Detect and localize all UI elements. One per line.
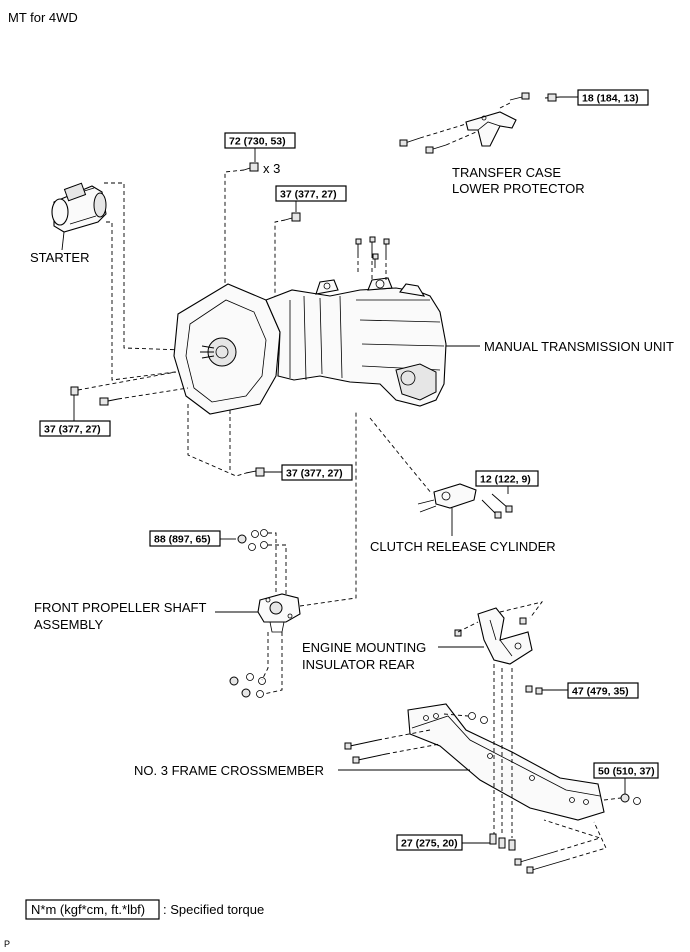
protector-bolts [399,92,561,154]
torque-box-18 [577,89,649,106]
bolt-37-top [284,212,301,222]
bolt-37-left-b [99,397,119,406]
manual-transmission-unit [173,277,447,415]
insulator-bolts [454,617,543,695]
label-front-propeller-1: FRONT PROPELLER SHAFT [34,600,206,615]
clutch-bolts [481,493,513,519]
propeller-nuts-bottom [229,673,266,698]
torque-37-top: 37 (377, 27) [280,189,337,201]
torque-50: 50 (510, 37) [598,766,655,778]
torque-box-37-left [39,420,111,437]
torque-box-27 [396,834,463,851]
torque-12: 12 (122, 9) [480,474,531,486]
legend-box [25,899,160,920]
bolt-37-left-a [70,386,79,410]
torque-37-left: 37 (377, 27) [44,424,101,436]
bolt-72 [243,162,259,172]
torque-37-bottom: 37 (377, 27) [286,468,343,480]
clutch-release-cylinder [417,483,477,513]
torque-box-47 [567,682,639,699]
torque-box-72 [224,132,296,149]
label-clutch-release: CLUTCH RELEASE CYLINDER [370,539,556,554]
label-transfer-case-1: TRANSFER CASE [452,165,561,180]
diagram-title: MT for 4WD [8,10,78,25]
legend-text: : Specified torque [163,902,264,917]
crossmember-vertical-bolts [489,664,516,851]
transfer-case-lower-protector [465,111,517,147]
label-engine-mount-1: ENGINE MOUNTING [302,640,426,655]
torque-27: 27 (275, 20) [401,838,458,850]
torque-18: 18 (184, 13) [582,93,639,105]
label-starter: STARTER [30,250,89,265]
legend-box-text: N*m (kgf*cm, ft.*lbf) [31,902,145,917]
torque-88: 88 (897, 65) [154,534,211,546]
engine-mounting-insulator-rear [477,607,533,665]
crossmember-bolts-bottom [514,851,567,874]
torque-72-quantity: x 3 [263,161,280,176]
torque-box-37-top [275,185,347,202]
footer-code: P [4,939,10,949]
starter-motor [51,182,107,233]
label-transfer-case-2: LOWER PROTECTOR [452,181,585,196]
bolt-37-bottom [245,467,265,477]
torque-box-50 [593,762,659,779]
crossmember-bolts-left [344,712,488,764]
label-engine-mount-2: INSULATOR REAR [302,657,415,672]
torque-72: 72 (730, 53) [229,136,286,148]
front-propeller-shaft [257,593,301,633]
label-front-propeller-2: ASSEMBLY [34,617,103,632]
label-frame-crossmember: NO. 3 FRAME CROSSMEMBER [134,763,324,778]
torque-box-88 [149,530,221,547]
torque-box-37-bottom [281,464,353,481]
propeller-nuts-top [237,529,268,551]
no3-frame-crossmember [407,703,605,821]
torque-box-12 [475,470,539,487]
label-manual-transmission: MANUAL TRANSMISSION UNIT [484,339,674,354]
torque-47: 47 (479, 35) [572,686,629,698]
top-bolts [355,236,390,268]
crossmember-nuts-right [620,793,641,805]
